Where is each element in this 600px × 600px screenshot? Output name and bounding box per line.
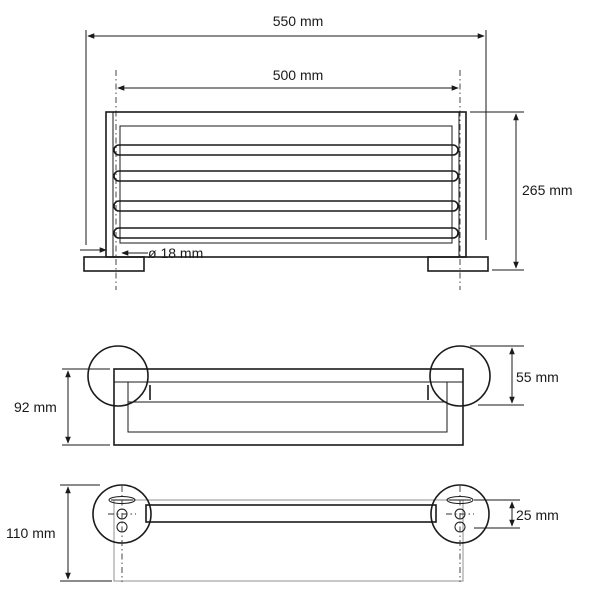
front-view: 550 mm 500 mm ø 1 bbox=[80, 13, 573, 290]
base-depth-dimension: 110 mm bbox=[6, 484, 112, 582]
inner-width-label: 500 mm bbox=[273, 67, 324, 83]
height-label: 265 mm bbox=[522, 182, 573, 198]
right-wall-plate bbox=[427, 256, 489, 272]
depth-top-dimension: 55 mm bbox=[470, 345, 559, 406]
overall-width-dimension: 550 mm bbox=[85, 13, 487, 245]
base-depth-label: 110 mm bbox=[6, 525, 56, 541]
towel-rods bbox=[113, 144, 459, 239]
overall-width-label: 550 mm bbox=[273, 13, 324, 29]
base-offset-label: 25 mm bbox=[516, 507, 559, 523]
depth-top-label: 55 mm bbox=[516, 369, 559, 385]
rod-diameter-dimension: ø 18 mm bbox=[80, 245, 203, 261]
bottom-rail bbox=[145, 504, 437, 523]
hidden-shelf-outline bbox=[113, 499, 464, 582]
left-rosette bbox=[87, 345, 149, 407]
right-rosette bbox=[429, 345, 491, 407]
rod-4 bbox=[113, 227, 459, 239]
rod-2 bbox=[113, 170, 459, 182]
right-mount bbox=[430, 484, 490, 582]
shelf-top-outline bbox=[113, 368, 464, 446]
bottom-view: 25 mm 110 mm bbox=[6, 484, 559, 582]
shelf-inner-outline bbox=[127, 401, 448, 433]
base-offset-dimension: 25 mm bbox=[474, 499, 559, 529]
rod-1 bbox=[113, 144, 459, 156]
rod-3 bbox=[113, 200, 459, 212]
rod-diameter-label: ø 18 mm bbox=[148, 245, 203, 261]
left-mount bbox=[92, 484, 152, 582]
top-view: 55 mm 92 mm bbox=[14, 345, 559, 446]
left-wall-plate bbox=[83, 256, 145, 272]
depth-total-dimension: 92 mm bbox=[14, 368, 110, 446]
depth-total-label: 92 mm bbox=[14, 399, 57, 415]
height-dimension: 265 mm bbox=[470, 111, 573, 271]
shelf-frame bbox=[105, 111, 467, 258]
